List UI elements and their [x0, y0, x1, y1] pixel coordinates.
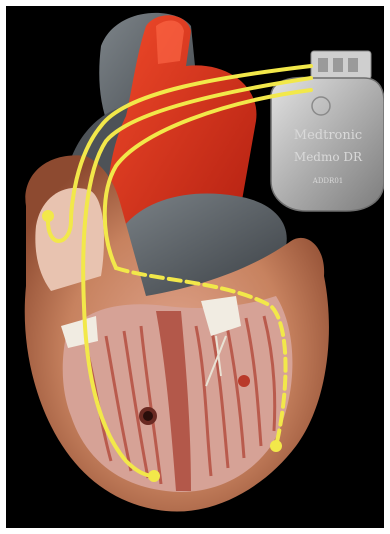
device-serial: ADDR01 [312, 177, 343, 185]
atrial-lead-tip [42, 210, 54, 222]
device-model: Medmo DR [294, 150, 363, 164]
lv-lead-tip [270, 440, 282, 452]
device-brand: Medtronic [294, 128, 362, 143]
photo-frame: Medtronic Medmo DR ADDR01 [6, 6, 384, 528]
heart-illustration: Medtronic Medmo DR ADDR01 [6, 6, 384, 528]
rv-lead-tip [148, 470, 160, 482]
